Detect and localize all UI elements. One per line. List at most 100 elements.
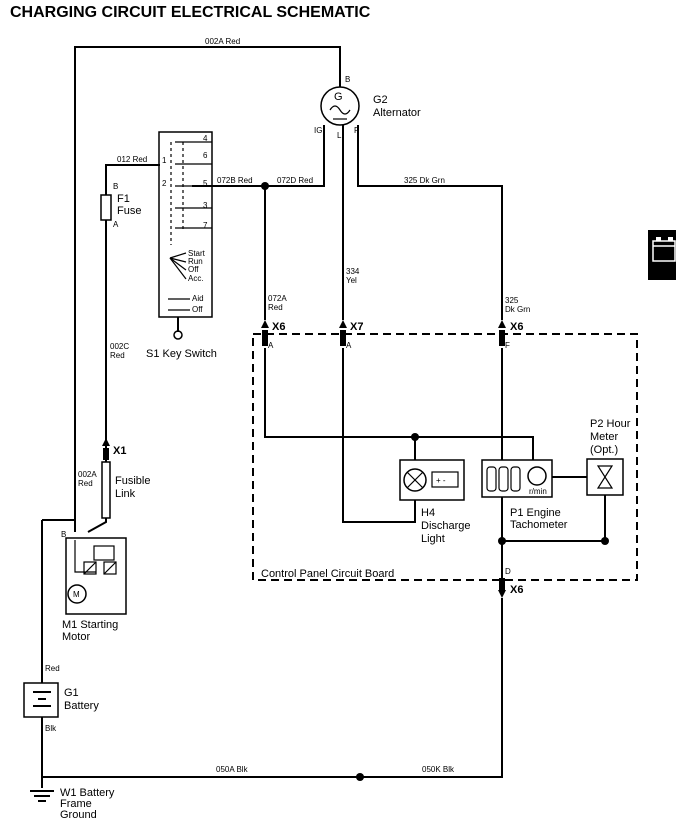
svg-text:7: 7 bbox=[203, 221, 208, 230]
svg-text:Alternator: Alternator bbox=[373, 107, 421, 119]
svg-text:(Opt.): (Opt.) bbox=[590, 444, 618, 456]
svg-text:IG: IG bbox=[314, 126, 322, 135]
connector-x6-a: X6 A bbox=[261, 320, 285, 350]
svg-text:B: B bbox=[61, 530, 66, 539]
svg-text:2: 2 bbox=[162, 179, 167, 188]
svg-text:334: 334 bbox=[346, 267, 360, 276]
svg-text:X6: X6 bbox=[510, 584, 523, 596]
wire-fusible-link-lower bbox=[87, 518, 107, 533]
gauge-icon bbox=[527, 466, 547, 486]
svg-text:X1: X1 bbox=[113, 445, 126, 457]
svg-text:Tachometer: Tachometer bbox=[510, 519, 568, 531]
svg-text:Motor: Motor bbox=[62, 631, 90, 643]
svg-text:050A Blk: 050A Blk bbox=[216, 765, 249, 774]
svg-text:Battery: Battery bbox=[64, 700, 99, 712]
svg-text:Red: Red bbox=[45, 664, 60, 673]
svg-text:H4: H4 bbox=[421, 507, 435, 519]
connector-x6-d: X6 D bbox=[498, 567, 523, 598]
svg-text:Red: Red bbox=[78, 479, 93, 488]
svg-text:G: G bbox=[334, 91, 343, 103]
svg-text:G1: G1 bbox=[64, 687, 79, 699]
control-panel-board: Control Panel Circuit Board bbox=[252, 333, 638, 581]
hourglass-icon bbox=[596, 465, 614, 489]
connector-x1: X1 bbox=[102, 438, 126, 460]
svg-text:+ -: + - bbox=[436, 476, 446, 485]
svg-text:A: A bbox=[268, 341, 274, 350]
svg-text:P1 Engine: P1 Engine bbox=[510, 507, 561, 519]
svg-text:Frame: Frame bbox=[60, 798, 92, 810]
wire-012 bbox=[105, 164, 160, 195]
trace-334 bbox=[342, 348, 416, 523]
trace-072a bbox=[264, 348, 534, 460]
svg-text:1: 1 bbox=[162, 156, 167, 165]
wire-325 bbox=[357, 125, 503, 320]
connector-x7: X7 A bbox=[339, 320, 363, 350]
svg-text:072D Red: 072D Red bbox=[277, 176, 313, 185]
svg-text:Fusible: Fusible bbox=[115, 475, 150, 487]
starting-motor: B M M1 Starting Motor bbox=[61, 530, 127, 643]
svg-text:325 Dk Grn: 325 Dk Grn bbox=[404, 176, 445, 185]
svg-text:L: L bbox=[337, 131, 342, 140]
connector-x6-f: X6 F bbox=[498, 320, 523, 350]
svg-text:G2: G2 bbox=[373, 94, 388, 106]
ground: W1 Battery Frame Ground bbox=[30, 787, 115, 821]
svg-text:5: 5 bbox=[203, 179, 208, 188]
svg-text:B: B bbox=[113, 182, 118, 191]
svg-text:Yel: Yel bbox=[346, 276, 357, 285]
svg-text:S1 Key Switch: S1 Key Switch bbox=[146, 348, 217, 360]
svg-text:X7: X7 bbox=[350, 321, 363, 333]
svg-text:6: 6 bbox=[203, 151, 208, 160]
key-switch: 1 2 3 4 5 6 7 Start Run Off Acc. Aid Off… bbox=[146, 131, 217, 360]
svg-text:F: F bbox=[505, 341, 510, 350]
svg-text:F1: F1 bbox=[117, 193, 130, 205]
battery-icon bbox=[431, 471, 459, 488]
svg-text:A: A bbox=[113, 220, 119, 229]
hour-meter: P2 Hour Meter (Opt.) bbox=[586, 418, 631, 496]
svg-text:Start: Start bbox=[188, 249, 206, 258]
svg-text:Light: Light bbox=[421, 533, 445, 545]
svg-text:Link: Link bbox=[115, 488, 136, 500]
connectors: X6 A X7 A X6 F X6 D X1 bbox=[102, 320, 523, 598]
page-title: CHARGING CIRCUIT ELECTRICAL SCHEMATIC bbox=[10, 4, 371, 21]
motor-icon bbox=[67, 584, 87, 604]
svg-text:Ground: Ground bbox=[60, 809, 97, 821]
svg-text:002A Red: 002A Red bbox=[205, 37, 240, 46]
svg-text:Off: Off bbox=[192, 305, 203, 314]
svg-text:M: M bbox=[73, 590, 80, 599]
wire-072b-072d bbox=[192, 125, 325, 187]
discharge-light: + - H4 Discharge Light bbox=[399, 459, 471, 545]
svg-text:M1 Starting: M1 Starting bbox=[62, 619, 118, 631]
svg-text:072B Red: 072B Red bbox=[217, 176, 253, 185]
svg-text:X6: X6 bbox=[272, 321, 285, 333]
battery-icon bbox=[652, 240, 676, 262]
svg-text:Meter: Meter bbox=[590, 431, 618, 443]
svg-text:Red: Red bbox=[268, 303, 283, 312]
svg-text:050K Blk: 050K Blk bbox=[422, 765, 455, 774]
junction-dots bbox=[261, 182, 609, 781]
alternator: G B IG L P G2 Alternator bbox=[314, 75, 421, 140]
svg-text:P: P bbox=[354, 126, 359, 135]
wire-labels: 002A Red 012 Red 072B Red 072D Red 325 D… bbox=[45, 37, 530, 774]
battery: G1 Battery bbox=[23, 682, 99, 718]
svg-text:D: D bbox=[505, 567, 511, 576]
svg-text:012 Red: 012 Red bbox=[117, 155, 147, 164]
svg-text:Control Panel Circuit Board: Control Panel Circuit Board bbox=[261, 568, 394, 580]
svg-text:Off: Off bbox=[188, 265, 199, 274]
svg-text:002A: 002A bbox=[78, 470, 97, 479]
svg-text:002C: 002C bbox=[110, 342, 129, 351]
svg-text:Blk: Blk bbox=[45, 724, 57, 733]
svg-text:4: 4 bbox=[203, 134, 208, 143]
fuse: B A F1 Fuse bbox=[100, 182, 141, 229]
svg-text:r/min: r/min bbox=[529, 487, 547, 496]
svg-text:3: 3 bbox=[203, 201, 208, 210]
wire-002a-top bbox=[74, 46, 341, 520]
svg-text:Aid: Aid bbox=[192, 294, 204, 303]
svg-text:Run: Run bbox=[188, 257, 203, 266]
svg-text:W1 Battery: W1 Battery bbox=[60, 787, 115, 799]
svg-text:Fuse: Fuse bbox=[117, 205, 141, 217]
svg-text:P2 Hour: P2 Hour bbox=[590, 418, 631, 430]
side-tab bbox=[648, 230, 676, 280]
svg-text:Acc.: Acc. bbox=[188, 274, 204, 283]
svg-text:A: A bbox=[346, 341, 352, 350]
